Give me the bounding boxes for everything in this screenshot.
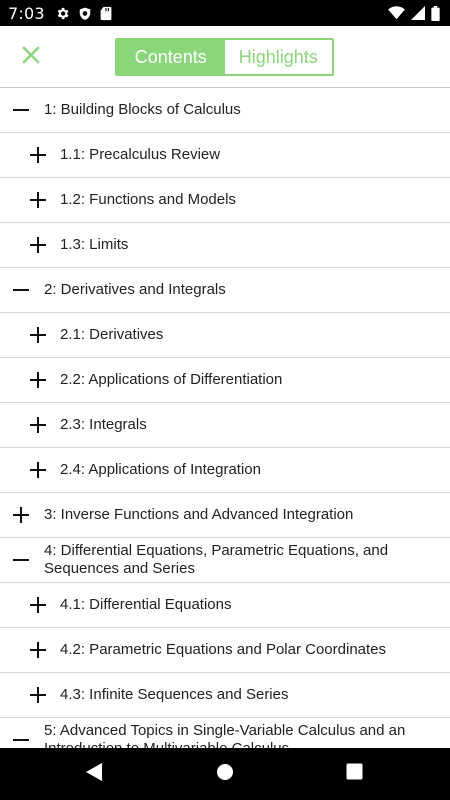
expand-icon[interactable] xyxy=(30,642,46,658)
toc-section-row[interactable]: 1.3: Limits xyxy=(0,223,450,268)
expand-icon[interactable] xyxy=(30,327,46,343)
expand-icon[interactable] xyxy=(30,372,46,388)
toc-section-row[interactable]: 1.1: Precalculus Review xyxy=(0,133,450,178)
expand-icon[interactable] xyxy=(30,417,46,433)
status-time: 7:03 xyxy=(8,3,45,23)
toc-item-label: 4: Differential Equations, Parametric Eq… xyxy=(44,542,389,577)
expand-icon[interactable] xyxy=(30,687,46,703)
close-icon xyxy=(22,45,40,69)
status-icons-right xyxy=(388,5,440,21)
toc-item-label: 2.3: Integrals xyxy=(60,416,147,433)
toc-chapter-row[interactable]: 1: Building Blocks of Calculus xyxy=(0,88,450,133)
toc-item-label: 2.1: Derivatives xyxy=(60,326,164,343)
toc-header: Contents Highlights xyxy=(0,26,450,87)
toc-item-label: 4.1: Differential Equations xyxy=(60,596,232,613)
recents-icon xyxy=(346,763,363,785)
recents-button[interactable] xyxy=(343,763,365,785)
toc-item-label: 4.2: Parametric Equations and Polar Coor… xyxy=(60,641,387,658)
signal-icon xyxy=(411,6,425,20)
expand-icon[interactable] xyxy=(30,147,46,163)
toc-chapter-row[interactable]: 2: Derivatives and Integrals xyxy=(0,268,450,313)
home-icon xyxy=(216,763,234,786)
toc-item-label: 1: Building Blocks of Calculus xyxy=(44,101,241,118)
expand-icon[interactable] xyxy=(30,192,46,208)
toc-item-label: 1.1: Precalculus Review xyxy=(60,146,221,163)
collapse-icon[interactable] xyxy=(13,282,29,298)
toc-item-label: 5: Advanced Topics in Single-Variable Ca… xyxy=(44,722,406,748)
expand-icon[interactable] xyxy=(30,462,46,478)
tab-contents[interactable]: Contents xyxy=(117,40,225,74)
header-divider xyxy=(0,87,450,88)
collapse-icon[interactable] xyxy=(13,732,29,748)
toc-section-row[interactable]: 4.2: Parametric Equations and Polar Coor… xyxy=(0,628,450,673)
collapse-icon[interactable] xyxy=(13,102,29,118)
toc-item-label: 2.2: Applications of Differentiation xyxy=(60,371,283,388)
toc-item-label: 2.4: Applications of Integration xyxy=(60,461,261,478)
toc-section-row[interactable]: 1.2: Functions and Models xyxy=(0,178,450,223)
toc-section-row[interactable]: 2.2: Applications of Differentiation xyxy=(0,358,450,403)
shield-icon xyxy=(78,6,92,21)
back-button[interactable] xyxy=(83,762,105,787)
toc-section-row[interactable]: 4.1: Differential Equations xyxy=(0,583,450,628)
toc-item-label: 1.2: Functions and Models xyxy=(60,191,236,208)
toc-item-label: 3: Inverse Functions and Advanced Integr… xyxy=(44,506,354,523)
toc-item-label: 2: Derivatives and Integrals xyxy=(44,281,226,298)
toc-chapter-row[interactable]: 5: Advanced Topics in Single-Variable Ca… xyxy=(0,718,450,748)
sd-card-icon xyxy=(100,6,112,21)
expand-icon[interactable] xyxy=(30,597,46,613)
wifi-icon xyxy=(388,6,405,20)
home-button[interactable] xyxy=(214,763,236,785)
expand-icon[interactable] xyxy=(30,237,46,253)
toc-chapter-row[interactable]: 4: Differential Equations, Parametric Eq… xyxy=(0,538,450,583)
expand-icon[interactable] xyxy=(13,507,29,523)
navigation-bar xyxy=(0,748,450,800)
segmented-control: Contents Highlights xyxy=(115,38,334,76)
toc-item-label: 1.3: Limits xyxy=(60,236,129,253)
toc-section-row[interactable]: 2.4: Applications of Integration xyxy=(0,448,450,493)
battery-icon xyxy=(431,5,440,21)
toc-item-label: 4.3: Infinite Sequences and Series xyxy=(60,686,289,703)
toc-list: 1: Building Blocks of Calculus 1.1: Preca… xyxy=(0,88,450,748)
toc-section-row[interactable]: 2.3: Integrals xyxy=(0,403,450,448)
settings-icon xyxy=(55,6,70,21)
back-icon xyxy=(85,762,103,787)
toc-section-row[interactable]: 4.3: Infinite Sequences and Series xyxy=(0,673,450,718)
status-icons-left xyxy=(55,6,112,21)
toc-section-row[interactable]: 2.1: Derivatives xyxy=(0,313,450,358)
toc-chapter-row[interactable]: 3: Inverse Functions and Advanced Integr… xyxy=(0,493,450,538)
close-button[interactable] xyxy=(16,42,46,72)
status-bar: 7:03 xyxy=(0,0,450,26)
tab-highlights[interactable]: Highlights xyxy=(224,40,332,74)
collapse-icon[interactable] xyxy=(13,552,29,568)
